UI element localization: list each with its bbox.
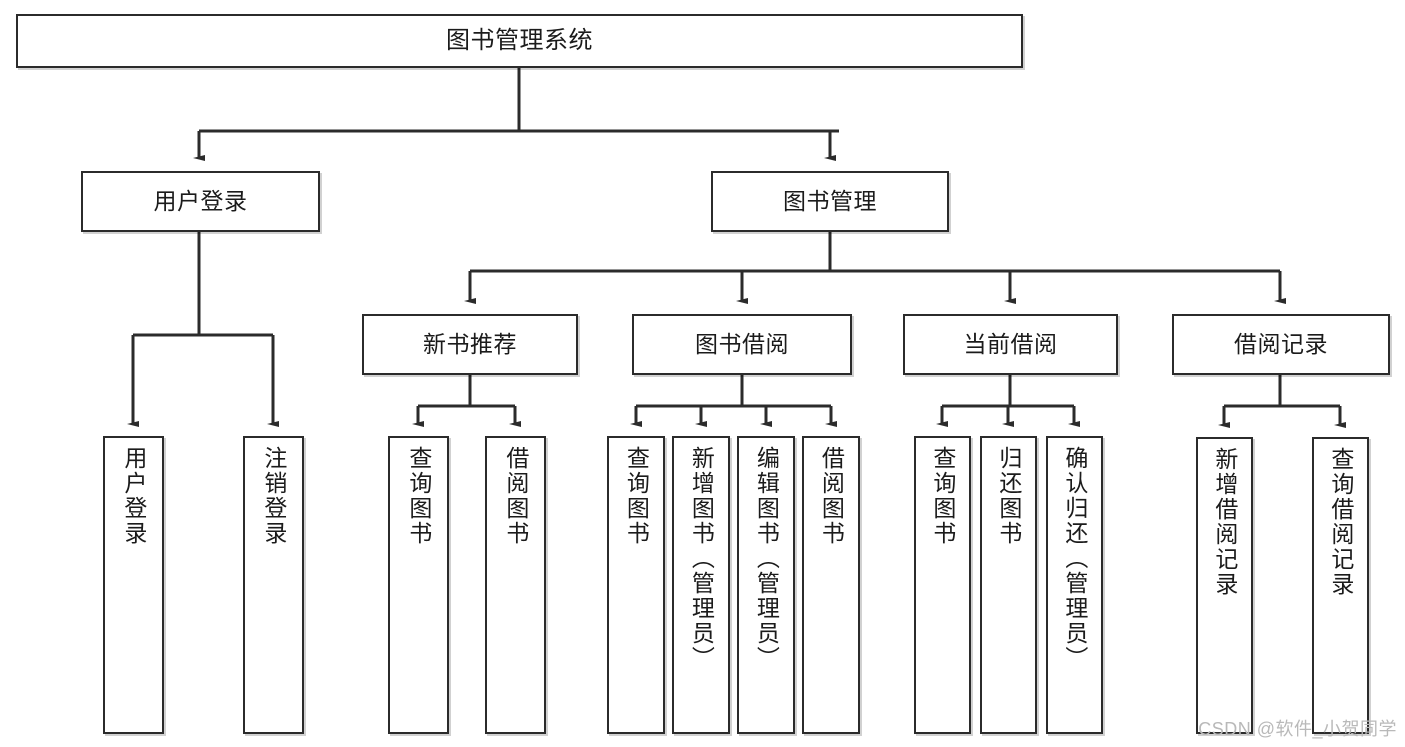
watermark-text: CSDN @软件_小贺同学: [1198, 719, 1397, 739]
node-label: 当前借阅: [963, 330, 1058, 357]
leaf-edit-book-admin[interactable]: 编辑图书（管理员）: [737, 436, 795, 734]
node-borrow-record[interactable]: 借阅记录: [1172, 314, 1390, 375]
leaf-logout[interactable]: 注销登录: [243, 436, 304, 734]
node-label: 图书借阅: [695, 330, 789, 357]
leaf-query-book-recommend[interactable]: 查询图书: [388, 436, 449, 734]
node-label: 查询借阅记录: [1327, 447, 1354, 597]
node-label: 新增图书（管理员）: [688, 446, 715, 671]
leaf-borrow-book-recommend[interactable]: 借阅图书: [485, 436, 546, 734]
node-label: 用户登录: [153, 187, 248, 214]
node-label: 新书推荐: [423, 330, 517, 357]
leaf-user-login[interactable]: 用户登录: [103, 436, 164, 734]
node-label: 用户登录: [120, 446, 147, 546]
node-new-book-recommend[interactable]: 新书推荐: [362, 314, 578, 375]
node-label: 归还图书: [995, 446, 1022, 546]
node-label: 查询图书: [405, 446, 432, 546]
node-user-login[interactable]: 用户登录: [81, 171, 320, 232]
node-label: 注销登录: [260, 446, 287, 546]
leaf-return-book[interactable]: 归还图书: [980, 436, 1037, 734]
node-label: 编辑图书（管理员）: [753, 446, 780, 671]
leaf-query-borrow-record[interactable]: 查询借阅记录: [1312, 437, 1369, 734]
leaf-query-book-current[interactable]: 查询图书: [914, 436, 971, 734]
node-label: 借阅图书: [502, 446, 529, 546]
node-label: 图书管理系统: [446, 26, 593, 54]
node-book-management[interactable]: 图书管理: [711, 171, 949, 232]
node-label: 确认归还（管理员）: [1061, 446, 1088, 671]
node-label: 借阅记录: [1234, 330, 1328, 357]
node-book-borrow[interactable]: 图书借阅: [632, 314, 852, 375]
leaf-add-book-admin[interactable]: 新增图书（管理员）: [672, 436, 730, 734]
leaf-borrow-book[interactable]: 借阅图书: [802, 436, 860, 734]
node-current-borrow[interactable]: 当前借阅: [903, 314, 1118, 375]
node-root-system[interactable]: 图书管理系统: [16, 14, 1023, 68]
node-label: 新增借阅记录: [1211, 447, 1238, 597]
node-label: 图书管理: [783, 187, 877, 214]
leaf-confirm-return-admin[interactable]: 确认归还（管理员）: [1046, 436, 1103, 734]
node-label: 查询图书: [623, 446, 650, 546]
node-label: 查询图书: [929, 446, 956, 546]
leaf-add-borrow-record[interactable]: 新增借阅记录: [1196, 437, 1253, 734]
node-label: 借阅图书: [818, 446, 845, 546]
leaf-query-book-borrow[interactable]: 查询图书: [607, 436, 665, 734]
